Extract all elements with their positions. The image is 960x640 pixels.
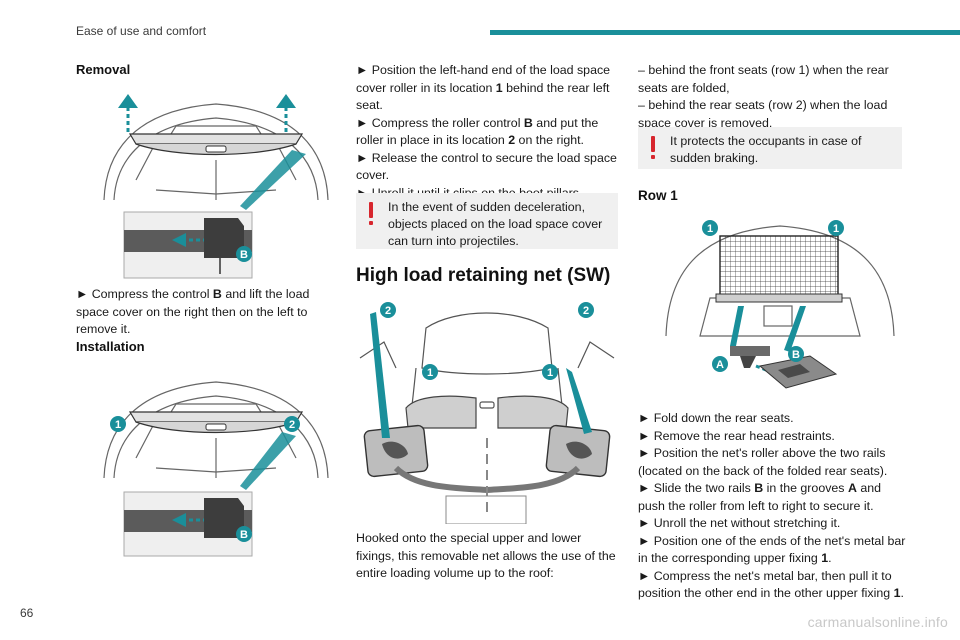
pointers (730, 306, 806, 352)
label-2-left: 2 (385, 305, 391, 317)
label-2-marker (284, 416, 300, 432)
label-1-left-marker (702, 220, 718, 236)
warning-text: It protects the occupants in case of sud… (670, 134, 862, 165)
label-1-right: 1 (547, 367, 553, 379)
pointers (370, 312, 592, 438)
row1-step-1: ► Fold down the rear seats. (638, 411, 794, 425)
rear-seats (405, 395, 569, 429)
installation-diagram: 1 2 B (103, 381, 329, 557)
section-title: High load retaining net (SW) (356, 265, 611, 286)
warning-exclamation-icon (369, 202, 373, 225)
label-1: 1 (115, 419, 121, 431)
installation-heading: Installation (76, 339, 145, 354)
label-b: B (240, 249, 248, 261)
label-b-marker (788, 346, 804, 362)
label-1-right-marker (828, 220, 844, 236)
row1-step-2: ► Remove the rear head restraints. (638, 428, 835, 443)
row1-step-6: ► Position one of the ends of the net's … (638, 533, 906, 566)
lift-arrows (118, 94, 296, 132)
net-fixings-diagram: 2 2 1 1 (359, 302, 615, 524)
rail-detail (730, 346, 838, 389)
zoom-pointer (240, 150, 306, 210)
control-detail (123, 211, 253, 279)
label-b: B (240, 529, 248, 541)
step-2: ► Compress the roller control B and put … (356, 115, 599, 148)
removal-diagram: B (103, 94, 329, 279)
running-header: Ease of use and comfort (76, 24, 207, 38)
label-1-left: 1 (427, 367, 433, 379)
label-a: A (716, 359, 724, 371)
warning-box-projectiles: In the event of sudden deceleration, obj… (356, 193, 618, 249)
row1-step-7: ► Compress the net's metal bar, then pul… (638, 568, 904, 601)
page-number: 66 (20, 606, 34, 620)
net-roller (715, 293, 843, 303)
label-2: 2 (289, 419, 295, 431)
row-1-steps: ► Fold down the rear seats. ► Remove the… (638, 410, 908, 603)
bullet-row-2: – behind the rear seats (row 2) when the… (638, 98, 888, 130)
load-space-cover (128, 133, 304, 156)
label-b-marker (236, 246, 252, 262)
label-1-left: 1 (707, 223, 713, 235)
warning-exclamation-icon (651, 136, 655, 159)
label-1-right: 1 (833, 223, 839, 235)
label-b-marker (236, 526, 252, 542)
row-1-diagram: 1 1 A B (665, 220, 895, 389)
bullet-row-1: – behind the front seats (row 1) when th… (638, 63, 889, 95)
net-fixing-plates (363, 424, 611, 524)
row1-step-5: ► Unroll the net without stretching it. (638, 516, 841, 530)
label-2-right-marker (578, 302, 594, 318)
row-1-heading: Row 1 (638, 188, 678, 203)
load-space-cover (128, 411, 304, 434)
step-3: ► Release the control to secure the load… (356, 150, 617, 183)
control-detail (123, 491, 253, 557)
warning-box-braking: It protects the occupants in case of sud… (638, 127, 902, 169)
installation-steps: ► Position the left-hand end of the load… (356, 62, 618, 202)
net (719, 235, 839, 297)
warning-text: In the event of sudden deceleration, obj… (388, 200, 603, 248)
removal-heading: Removal (76, 62, 131, 77)
header-accent-bar (490, 30, 960, 35)
watermark: carmanualsonline.info (807, 614, 948, 630)
label-a-marker (712, 356, 728, 372)
row1-step-4: ► Slide the two rails B in the grooves A… (638, 481, 882, 513)
row1-step-3: ► Position the net's roller above the tw… (638, 446, 888, 478)
step-1: ► Position the left-hand end of the load… (356, 63, 611, 112)
label-2-right: 2 (583, 305, 589, 317)
label-2-left-marker (380, 302, 396, 318)
label-1-marker (110, 416, 126, 432)
trunk-outline (359, 312, 615, 439)
zoom-pointer (240, 432, 296, 490)
label-1-left-marker (422, 364, 438, 380)
net-intro: Hooked onto the special upper and lower … (356, 531, 616, 580)
net-positions-list: – behind the front seats (row 1) when th… (638, 62, 906, 132)
removal-step: ► Compress the control B and lift the lo… (76, 287, 310, 336)
label-b: B (792, 349, 800, 361)
label-1-right-marker (542, 364, 558, 380)
